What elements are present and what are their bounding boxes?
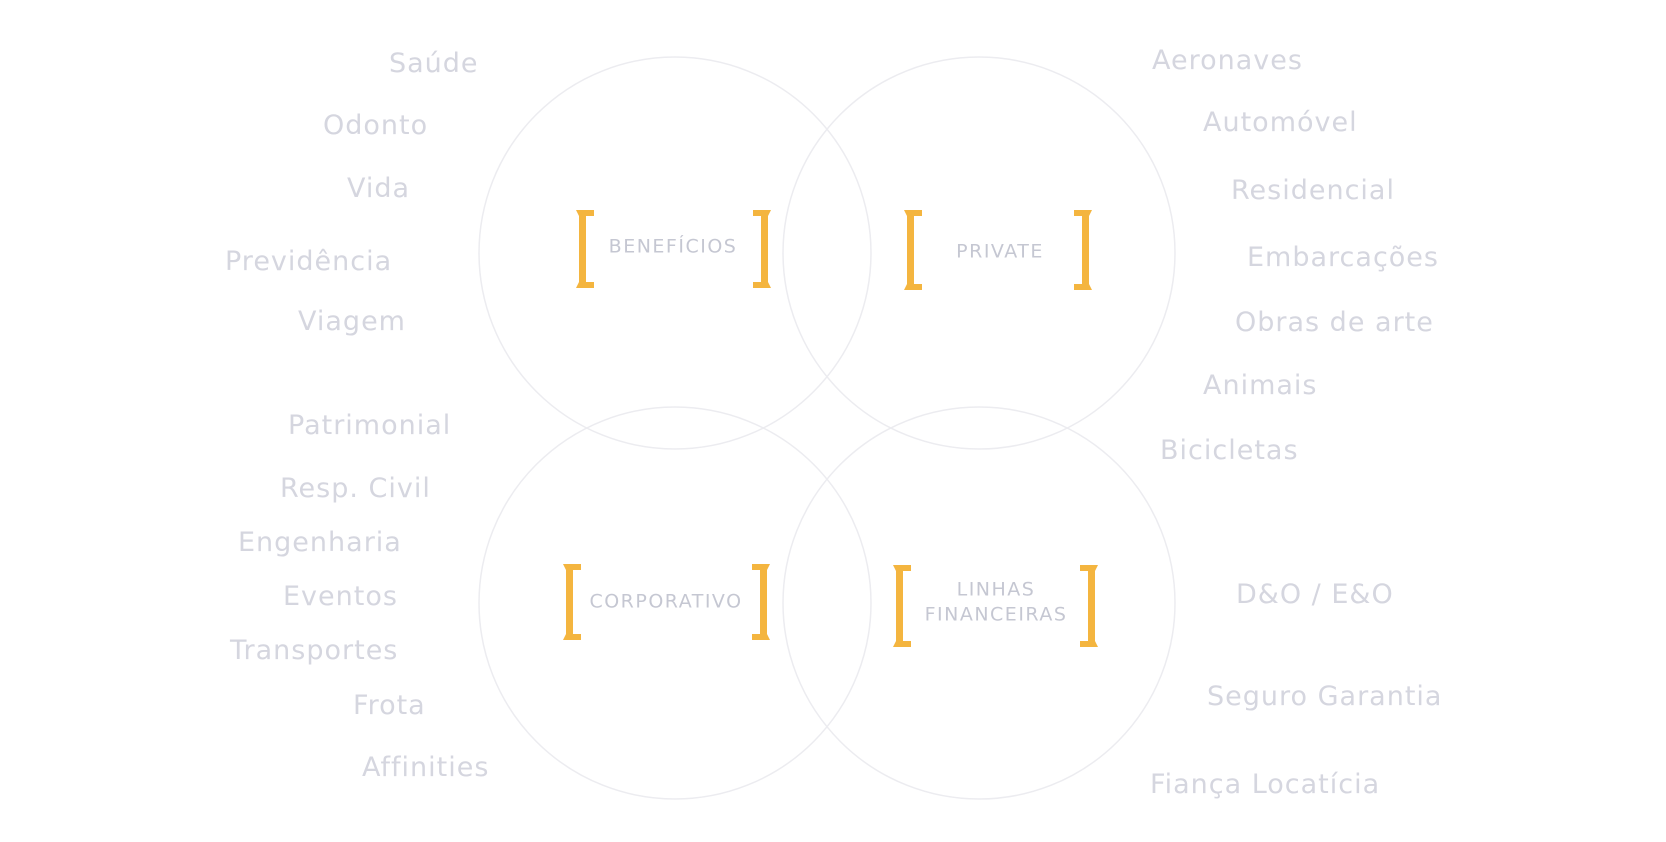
circle-linhas-financeiras — [782, 406, 1176, 800]
list-item: Patrimonial — [288, 410, 452, 441]
left-bracket-icon — [563, 564, 581, 640]
list-item: Fiança Locatícia — [1150, 769, 1381, 800]
list-item: D&O / E&O — [1236, 579, 1394, 610]
circle-corporativo — [478, 406, 872, 800]
list-item: Vida — [347, 173, 411, 204]
left-bracket-icon — [893, 565, 911, 647]
list-item: Animais — [1203, 370, 1318, 401]
list-item: Saúde — [389, 48, 479, 79]
list-item: Seguro Garantia — [1207, 681, 1443, 712]
category-beneficios: BENEFÍCIOS — [608, 235, 738, 258]
list-item: Frota — [353, 690, 426, 721]
list-item: Affinities — [362, 752, 490, 783]
right-bracket-icon — [1074, 210, 1092, 290]
list-item: Viagem — [298, 306, 406, 337]
circle-private — [782, 56, 1176, 450]
list-item: Bicicletas — [1160, 435, 1299, 466]
list-item: Previdência — [225, 246, 393, 277]
list-item: Residencial — [1231, 175, 1395, 206]
list-item: Odonto — [323, 110, 429, 141]
category-linhas-financeiras: LINHAS FINANCEIRAS — [925, 577, 1068, 626]
list-item: Embarcações — [1247, 242, 1439, 273]
left-bracket-icon — [576, 210, 594, 288]
right-bracket-icon — [1080, 565, 1098, 647]
list-item: Automóvel — [1203, 107, 1358, 138]
list-item: Obras de arte — [1235, 307, 1434, 338]
list-item: Aeronaves — [1152, 45, 1303, 76]
left-bracket-icon — [904, 210, 922, 290]
circle-beneficios — [478, 56, 872, 450]
category-linhas-line1: LINHAS — [956, 578, 1036, 601]
list-item: Eventos — [283, 581, 398, 612]
right-bracket-icon — [752, 564, 770, 640]
category-corporativo: CORPORATIVO — [589, 590, 743, 613]
right-bracket-icon — [753, 210, 771, 288]
list-item: Resp. Civil — [280, 473, 431, 504]
list-item: Engenharia — [238, 527, 402, 558]
category-private: PRIVATE — [956, 240, 1044, 263]
list-item: Transportes — [230, 635, 399, 666]
category-linhas-line2: FINANCEIRAS — [924, 603, 1068, 625]
